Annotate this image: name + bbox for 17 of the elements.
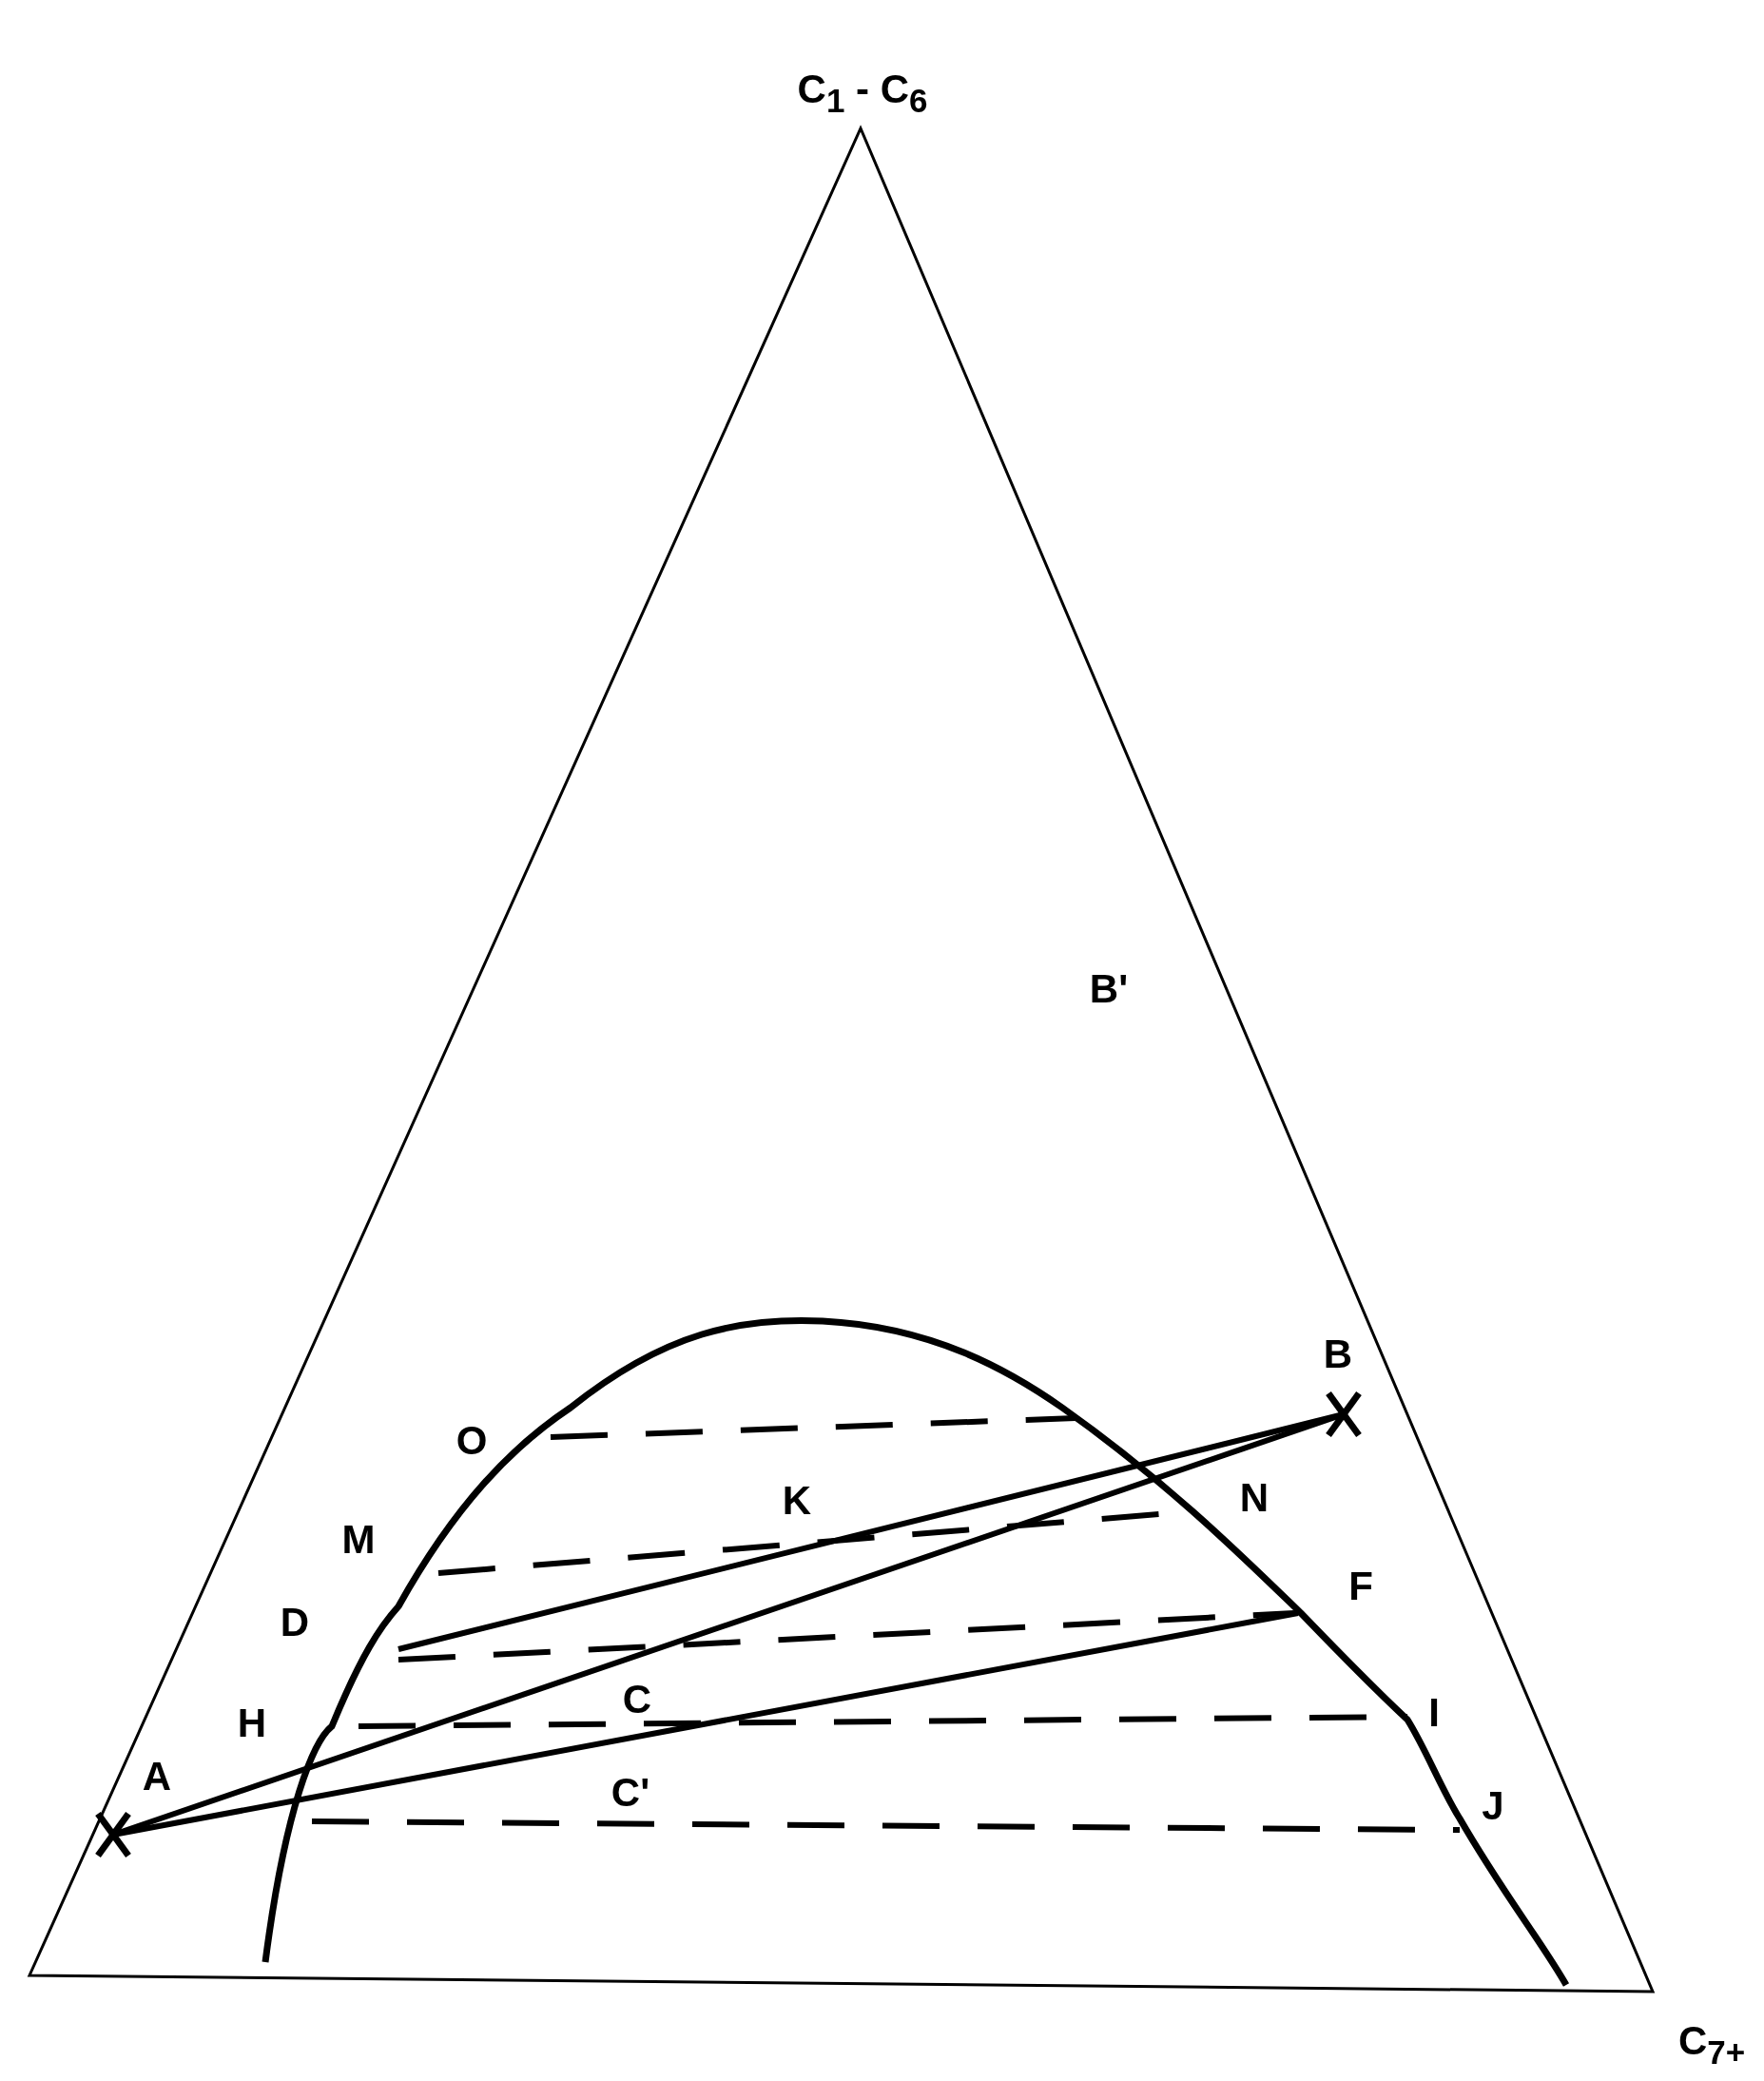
point-label: O bbox=[456, 1421, 488, 1461]
point-label: H bbox=[237, 1703, 267, 1743]
point-label: B bbox=[1323, 1334, 1353, 1374]
point-label: I bbox=[1428, 1693, 1440, 1733]
point-label: C bbox=[622, 1680, 652, 1720]
vertex-label: C$_{7+}$ bbox=[1677, 2021, 1746, 2069]
point-label: K bbox=[782, 1481, 812, 1521]
point-label: N bbox=[1239, 1478, 1270, 1518]
point-label: M bbox=[341, 1520, 376, 1560]
point-label: F bbox=[1348, 1566, 1373, 1606]
point-label: C' bbox=[611, 1773, 650, 1813]
point-label: B' bbox=[1089, 969, 1129, 1009]
tie-line bbox=[358, 1714, 1408, 1729]
point-label: J bbox=[1482, 1786, 1504, 1826]
point-label: D bbox=[280, 1603, 310, 1643]
point-label: A bbox=[142, 1757, 172, 1797]
vertex-label: C$_{1}$ - C$_{6}$ bbox=[797, 69, 928, 117]
